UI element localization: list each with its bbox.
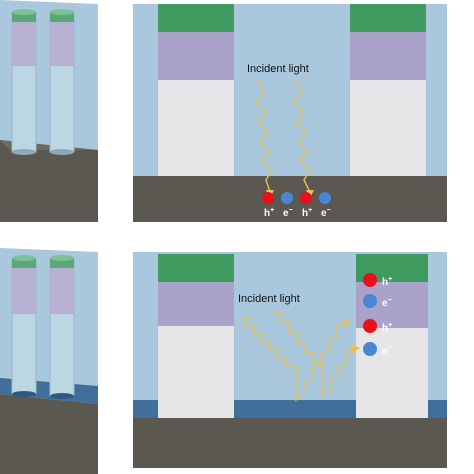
bottom-left-contact-layer — [158, 254, 234, 282]
top-right-base-layer — [350, 80, 426, 176]
top-carriers: h+ e− h+ e− — [262, 192, 331, 219]
top-electron-2 — [319, 192, 331, 204]
top-hole-1-label: h+ — [264, 207, 274, 219]
bottom-right-base-layer — [356, 328, 428, 418]
bottom-light-ray-1 — [237, 317, 347, 402]
top-incident-light-label: Incident light — [247, 63, 309, 75]
bottom-left-absorber-layer — [158, 282, 234, 326]
top-light-rays — [255, 79, 311, 193]
bottom-light-ray-2 — [272, 311, 357, 398]
top-hole-2-label: h+ — [302, 207, 312, 219]
pillar-left-top — [11, 9, 37, 155]
bottom-hole-2-label: h+ — [382, 322, 392, 334]
top-right-absorber-layer — [350, 32, 426, 80]
top-electron-1-label: e− — [283, 207, 293, 219]
pillar-left-bottom — [11, 255, 37, 397]
bottom-electron-1-label: e− — [382, 297, 392, 309]
top-electron-1 — [281, 192, 293, 204]
top-hole-1 — [262, 192, 274, 204]
bottom-incident-light-label: Incident light — [238, 293, 300, 305]
top-left-contact-layer — [158, 4, 234, 32]
top-light-ray-1 — [255, 79, 273, 193]
bottom-hole-1 — [363, 273, 377, 287]
bottom-carriers: h+ e− h+ e− — [363, 273, 392, 357]
top-left-base-layer — [158, 80, 234, 176]
top-hole-2 — [300, 192, 312, 204]
bottom-hole-2 — [363, 319, 377, 333]
bottom-hole-1-label: h+ — [382, 276, 392, 288]
top-electron-2-label: e− — [321, 207, 331, 219]
bottom-light-arrowheads — [343, 318, 360, 354]
top-cross-section: Incident light h+ e− h+ e− — [133, 4, 447, 222]
bottom-electron-2 — [363, 342, 377, 356]
bottom-left-perspective — [0, 248, 98, 474]
pillar-right-top — [49, 9, 75, 155]
top-light-ray-2 — [293, 79, 311, 193]
pillar-right-bottom — [49, 255, 75, 399]
bottom-left-base-layer — [158, 326, 234, 418]
bottom-light-rays — [237, 311, 357, 402]
top-left-absorber-layer — [158, 32, 234, 80]
bottom-electron-2-label: e− — [382, 345, 392, 357]
top-right-contact-layer — [350, 4, 426, 32]
bottom-electron-1 — [363, 294, 377, 308]
top-left-perspective — [0, 0, 98, 222]
bottom-cross-section: Incident light h+ e− h+ e− — [133, 252, 447, 468]
